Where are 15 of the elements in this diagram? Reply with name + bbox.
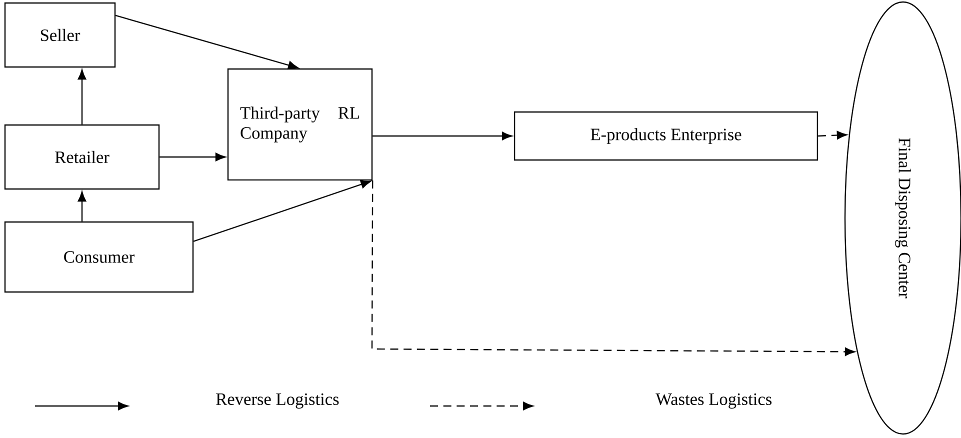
arrow	[160, 152, 226, 162]
arrow	[78, 191, 86, 222]
process-box: Third-party RL Company	[227, 68, 373, 181]
arrow	[115, 14, 298, 70]
process-box: Seller	[4, 2, 116, 68]
arrow	[371, 180, 856, 356]
arrow	[818, 130, 848, 140]
process-box: E-products Enterprise	[514, 111, 818, 161]
legend-label: Wastes Logistics	[656, 393, 772, 409]
arrow	[193, 180, 371, 242]
arrow	[372, 132, 512, 140]
arrow	[78, 69, 86, 124]
legend-label: Reverse Logistics	[216, 393, 339, 409]
process-box: Retailer	[4, 124, 160, 190]
process-box: Consumer	[4, 221, 194, 293]
